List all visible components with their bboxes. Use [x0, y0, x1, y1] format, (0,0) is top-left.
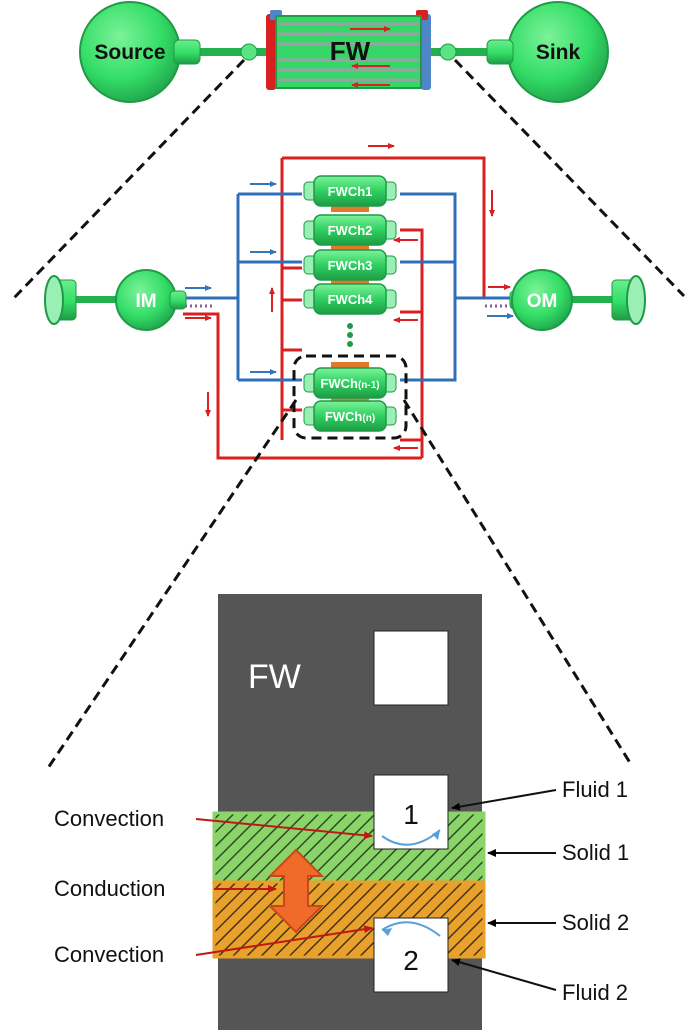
sink-nozzle [486, 39, 514, 65]
fw-label: FW [330, 36, 371, 66]
channel-3: FWCh3 [303, 249, 397, 286]
solid-1-label: Solid 1 [562, 840, 629, 865]
inlet-manifold: IM [44, 269, 187, 331]
zoom-line-right-2 [402, 399, 634, 767]
zoom-box [292, 354, 408, 440]
fluid-2-swirl [381, 921, 441, 937]
fw-exchanger: FW [266, 10, 431, 90]
copper-plate [331, 396, 369, 404]
copper-plate [331, 362, 369, 370]
fw-inlet-connector [240, 43, 258, 61]
channel-label: FWCh(n-1) [320, 376, 379, 391]
convection-bottom-label: Convection [54, 942, 164, 967]
left-labels: Convection Conduction Convection [54, 806, 373, 967]
channel-label-prefix: FWCh [320, 376, 358, 391]
zoom-line-left-2 [46, 399, 298, 769]
channel-label-suffix: (n) [362, 413, 375, 424]
channel-label-prefix: FWCh [328, 223, 366, 238]
zoom-line-left-1 [10, 58, 246, 302]
outlet-manifold-label: OM [527, 291, 558, 312]
channel-label-suffix: (n-1) [358, 380, 380, 391]
copper-plate [331, 204, 369, 212]
channel-label-suffix: 1 [365, 184, 372, 199]
outlet-manifold: OM [509, 269, 646, 331]
fw-outlet-connector [439, 43, 457, 61]
zoom-line-right-1 [453, 58, 686, 298]
panel-upper-square [373, 630, 449, 706]
channel-body [313, 214, 387, 246]
source-nozzle [173, 39, 201, 65]
channel-label-prefix: FWCh [328, 184, 366, 199]
fluid-1-label: Fluid 1 [562, 777, 628, 802]
fluid-2-number: 2 [403, 945, 419, 976]
channel-body [313, 400, 387, 432]
panel-label: FW [248, 658, 301, 696]
inlet-endcap [44, 275, 64, 325]
fw-cold-header [421, 14, 431, 90]
outlet-manifold-sphere [511, 269, 573, 331]
conduction-arrow [267, 848, 325, 934]
channel-label: FWCh2 [328, 223, 373, 238]
channel-1: FWCh1 [303, 175, 397, 212]
inlet-manifold-label: IM [135, 291, 156, 312]
detail-panel: FW 1 2 [212, 594, 486, 1030]
channel-label-suffix: 3 [365, 258, 372, 273]
solid-2-label: Solid 2 [562, 910, 629, 935]
sink-pipe [430, 48, 510, 56]
channel-label-prefix: FWCh [325, 409, 363, 424]
channel-2: FWCh2 [303, 214, 397, 251]
conduction-label: Conduction [54, 876, 165, 901]
channel-label: FWCh4 [328, 292, 374, 307]
channel-label: FWCh1 [328, 184, 373, 199]
channel-label-suffix: 4 [365, 292, 373, 307]
fluid-1-number: 1 [403, 799, 419, 830]
channel-body [313, 249, 387, 281]
manifold-network: IM OM FWCh1FWCh2FWCh3FWCh4FWCh(n-1)FWCh(… [44, 143, 646, 460]
channel-label-prefix: FWCh [328, 258, 366, 273]
channel-body [313, 175, 387, 207]
fw-body [275, 15, 422, 89]
channel-label: FWCh3 [328, 258, 373, 273]
channel-label-suffix: 2 [365, 223, 372, 238]
channel-label-prefix: FWCh [328, 292, 366, 307]
channel-4: FWCh4 [303, 283, 397, 315]
hot-lines [183, 156, 510, 460]
right-labels: Fluid 1 Solid 1 Solid 2 Fluid 2 [451, 777, 629, 1005]
outlet-endcap [626, 275, 646, 325]
channel-label: FWCh(n) [325, 409, 375, 424]
fw-hot-header [266, 14, 276, 90]
channel-body [313, 283, 387, 315]
source-pipe [192, 48, 270, 56]
channel-5: FWCh(n-1) [303, 362, 397, 404]
source-label: Source [94, 41, 165, 64]
fluid-2-label: Fluid 2 [562, 980, 628, 1005]
top-system: Source Sink FW [79, 1, 609, 103]
convection-top-label: Convection [54, 806, 164, 831]
channel-6: FWCh(n) [303, 400, 397, 432]
copper-plate [331, 243, 369, 251]
copper-plate [331, 278, 369, 286]
channel-body [313, 367, 387, 399]
sink-label: Sink [536, 41, 581, 64]
cold-lines [183, 192, 510, 382]
